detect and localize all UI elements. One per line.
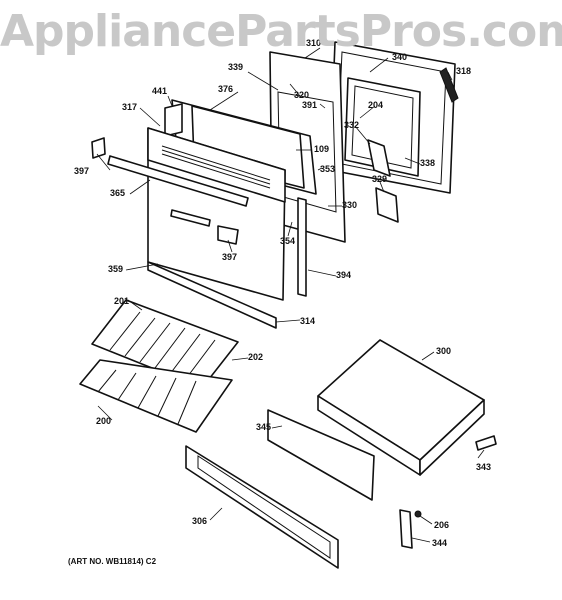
callout-300: 300 xyxy=(436,346,451,356)
callout-200: 200 xyxy=(96,416,111,426)
callout-306: 306 xyxy=(192,516,207,526)
door-handle-part xyxy=(107,155,249,207)
callout-397-latch: 397 xyxy=(222,252,237,262)
watermark-logo: AppliancePartsPros.com xyxy=(0,6,562,57)
drawer-roller-part xyxy=(475,435,497,451)
callout-338: 338 xyxy=(420,158,435,168)
door-glass-part xyxy=(344,77,421,177)
drawer-front-part xyxy=(185,445,339,569)
callout-109: 109 xyxy=(314,144,329,154)
callout-206: 206 xyxy=(434,520,449,530)
callout-343: 343 xyxy=(476,462,491,472)
callout-345: 345 xyxy=(256,422,271,432)
door-latch-part xyxy=(217,225,239,245)
screw-part xyxy=(414,510,422,518)
callout-310: 310 xyxy=(306,38,321,48)
callout-332: 332 xyxy=(344,120,359,130)
callout-441: 441 xyxy=(152,86,167,96)
callout-359: 359 xyxy=(108,264,123,274)
callout-329: 329 xyxy=(372,174,387,184)
art-number: (ART NO. WB11814) C2 xyxy=(68,557,157,566)
bottom-trim-part xyxy=(147,261,277,329)
oven-rack-part xyxy=(79,359,233,433)
side-rail-part xyxy=(297,197,307,297)
callout-330: 330 xyxy=(342,200,357,210)
callout-344: 344 xyxy=(432,538,447,548)
callout-394: 394 xyxy=(336,270,351,280)
callout-391: 391 xyxy=(302,100,317,110)
main-door-part xyxy=(147,127,286,301)
callout-320: 320 xyxy=(294,90,309,100)
callout-318: 318 xyxy=(456,66,471,76)
callout-397-bracket: 397 xyxy=(74,166,89,176)
drawer-back-part xyxy=(267,409,375,501)
hinge-receiver-part xyxy=(375,187,399,223)
handle-strip-part xyxy=(170,209,211,227)
callout-340: 340 xyxy=(392,52,407,62)
callout-353: 353 xyxy=(320,164,335,174)
callout-339: 339 xyxy=(228,62,243,72)
callout-365: 365 xyxy=(110,188,125,198)
leader-lines xyxy=(96,47,485,543)
callout-354: 354 xyxy=(280,236,295,246)
callout-314: 314 xyxy=(300,316,315,326)
callout-201: 201 xyxy=(114,296,129,306)
callout-204: 204 xyxy=(368,100,383,110)
bracket-part xyxy=(91,137,106,159)
door-hinge-part xyxy=(367,139,391,177)
callout-376: 376 xyxy=(218,84,233,94)
storage-drawer-part xyxy=(317,339,485,476)
gasket-part xyxy=(439,67,459,103)
vent-trim-part xyxy=(164,103,183,137)
callout-202: 202 xyxy=(248,352,263,362)
callout-317: 317 xyxy=(122,102,137,112)
drawer-slide-part xyxy=(399,509,413,549)
